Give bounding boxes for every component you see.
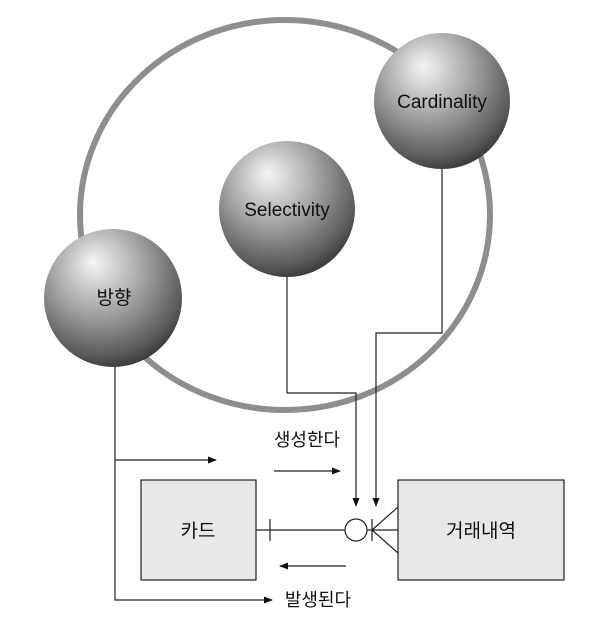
crowfoot-lower bbox=[371, 529, 399, 554]
selectivity-sphere bbox=[219, 141, 355, 277]
selectivity-label: Selectivity bbox=[244, 200, 330, 221]
backward-relation-label: 발생된다 bbox=[285, 590, 352, 610]
cardinality-connector bbox=[372, 168, 443, 507]
cardinality-sphere bbox=[374, 33, 510, 169]
transaction-entity-box bbox=[397, 479, 565, 581]
optional-circle bbox=[344, 518, 368, 542]
card-entity-label: 카드 bbox=[181, 520, 216, 542]
transaction-entity-label: 거래내역 bbox=[446, 520, 516, 542]
direction-connector-bottom bbox=[114, 460, 273, 604]
direction-sphere bbox=[44, 229, 182, 367]
selectivity-connector bbox=[286, 275, 360, 507]
forward-relation-label: 생성한다 bbox=[274, 430, 341, 450]
card-entity-box bbox=[140, 479, 257, 581]
cardinality-label: Cardinality bbox=[397, 92, 487, 113]
crowfoot-upper bbox=[371, 506, 399, 531]
direction-label: 방향 bbox=[97, 287, 132, 309]
concept-ring bbox=[77, 17, 493, 413]
